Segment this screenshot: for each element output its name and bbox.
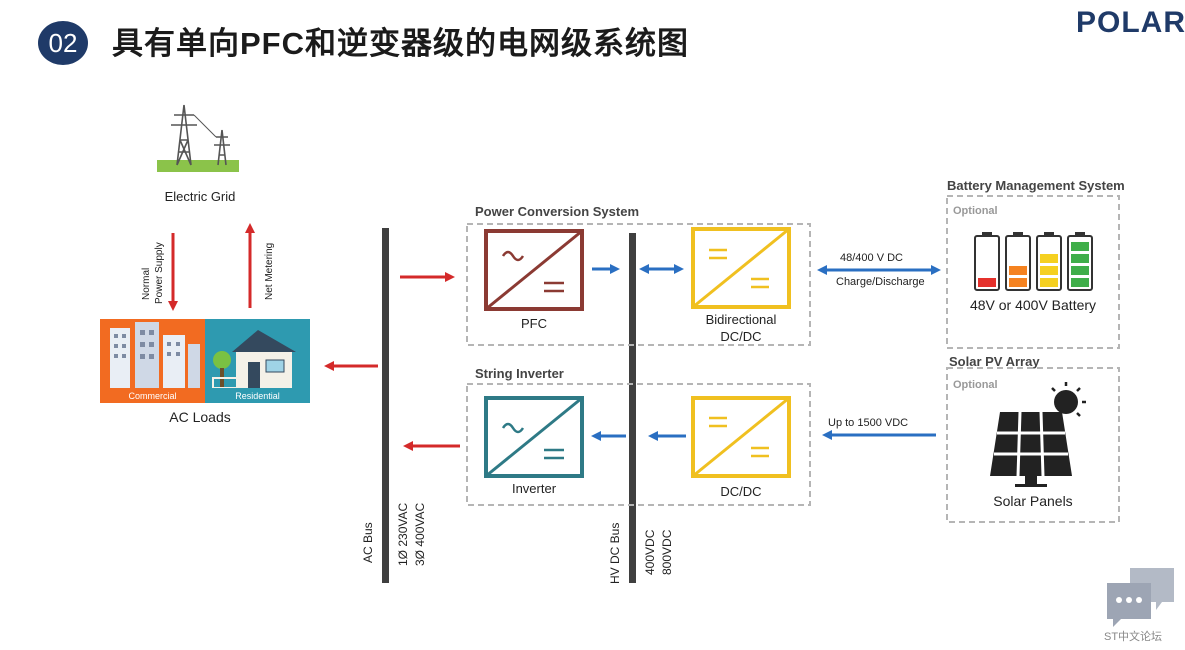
chat-bubble-icon — [1107, 568, 1174, 627]
bms-optional-label: Optional — [953, 205, 998, 217]
ac-bus-voltage-1: 1Ø 230VAC — [396, 502, 410, 566]
battery-icons — [974, 232, 1093, 291]
polar-logo: POLAR® — [1076, 6, 1185, 40]
commercial-label: Commercial — [128, 391, 177, 401]
pfc-block-icon — [484, 229, 584, 311]
ac-bus-voltage-2: 3Ø 400VAC — [413, 502, 427, 566]
pcs-group-box — [466, 223, 811, 346]
solar-panel-icon — [990, 382, 1086, 487]
bms-group-box — [946, 195, 1120, 349]
hv-dc-voltage-2: 800VDC — [660, 529, 674, 575]
ac-loads-label: AC Loads — [169, 409, 231, 425]
solar-title: Solar PV Array — [949, 354, 1040, 369]
pfc-label: PFC — [521, 316, 547, 331]
normal-supply-label-line1: Normal — [141, 267, 152, 300]
battery-voltage-note: 48/400 V DC — [840, 252, 903, 264]
residential-house-icon — [205, 319, 310, 403]
pcs-title: Power Conversion System — [475, 204, 639, 219]
bidirectional-label-line2: DC/DC — [720, 329, 762, 344]
solar-voltage-note: Up to 1500 VDC — [828, 417, 909, 429]
hv-dc-bus-label: HV DC Bus — [608, 522, 622, 584]
bms-title: Battery Management System — [947, 178, 1125, 193]
hv-dc-bus-bar — [629, 233, 636, 583]
bidirectional-label-line1: Bidirectional — [705, 312, 777, 327]
section-number-badge: 02 — [38, 21, 88, 65]
battery-label: 48V or 400V Battery — [969, 297, 1097, 313]
logo-text: POLAR — [1076, 6, 1185, 39]
solar-panels-label: Solar Panels — [993, 493, 1073, 509]
net-metering-label: Net Metering — [264, 242, 275, 300]
commercial-buildings-icon — [100, 319, 205, 403]
hv-dc-voltage-1: 400VDC — [643, 529, 657, 575]
normal-supply-label-line2: Power Supply — [154, 242, 165, 304]
inverter-block-icon — [484, 396, 584, 478]
dcdc-label: DC/DC — [720, 484, 762, 499]
ac-bus-bar — [382, 228, 389, 583]
string-inverter-group-box — [466, 383, 811, 506]
dcdc-block-icon — [691, 396, 791, 478]
page-title: 具有单向PFC和逆变器级的电网级系统图 — [112, 26, 689, 61]
string-inverter-title: String Inverter — [475, 366, 564, 381]
inverter-label: Inverter — [511, 481, 557, 496]
bidirectional-dcdc-block-icon — [691, 227, 791, 309]
watermark-text: ST中文论坛 — [1104, 631, 1163, 643]
solar-optional-label: Optional — [953, 379, 998, 391]
electric-grid-label: Electric Grid — [164, 189, 236, 204]
solar-group-box — [946, 367, 1120, 523]
residential-label: Residential — [235, 391, 280, 401]
electric-grid-icon — [157, 104, 239, 172]
charge-discharge-note: Charge/Discharge — [836, 276, 925, 288]
ac-bus-label: AC Bus — [361, 522, 375, 563]
